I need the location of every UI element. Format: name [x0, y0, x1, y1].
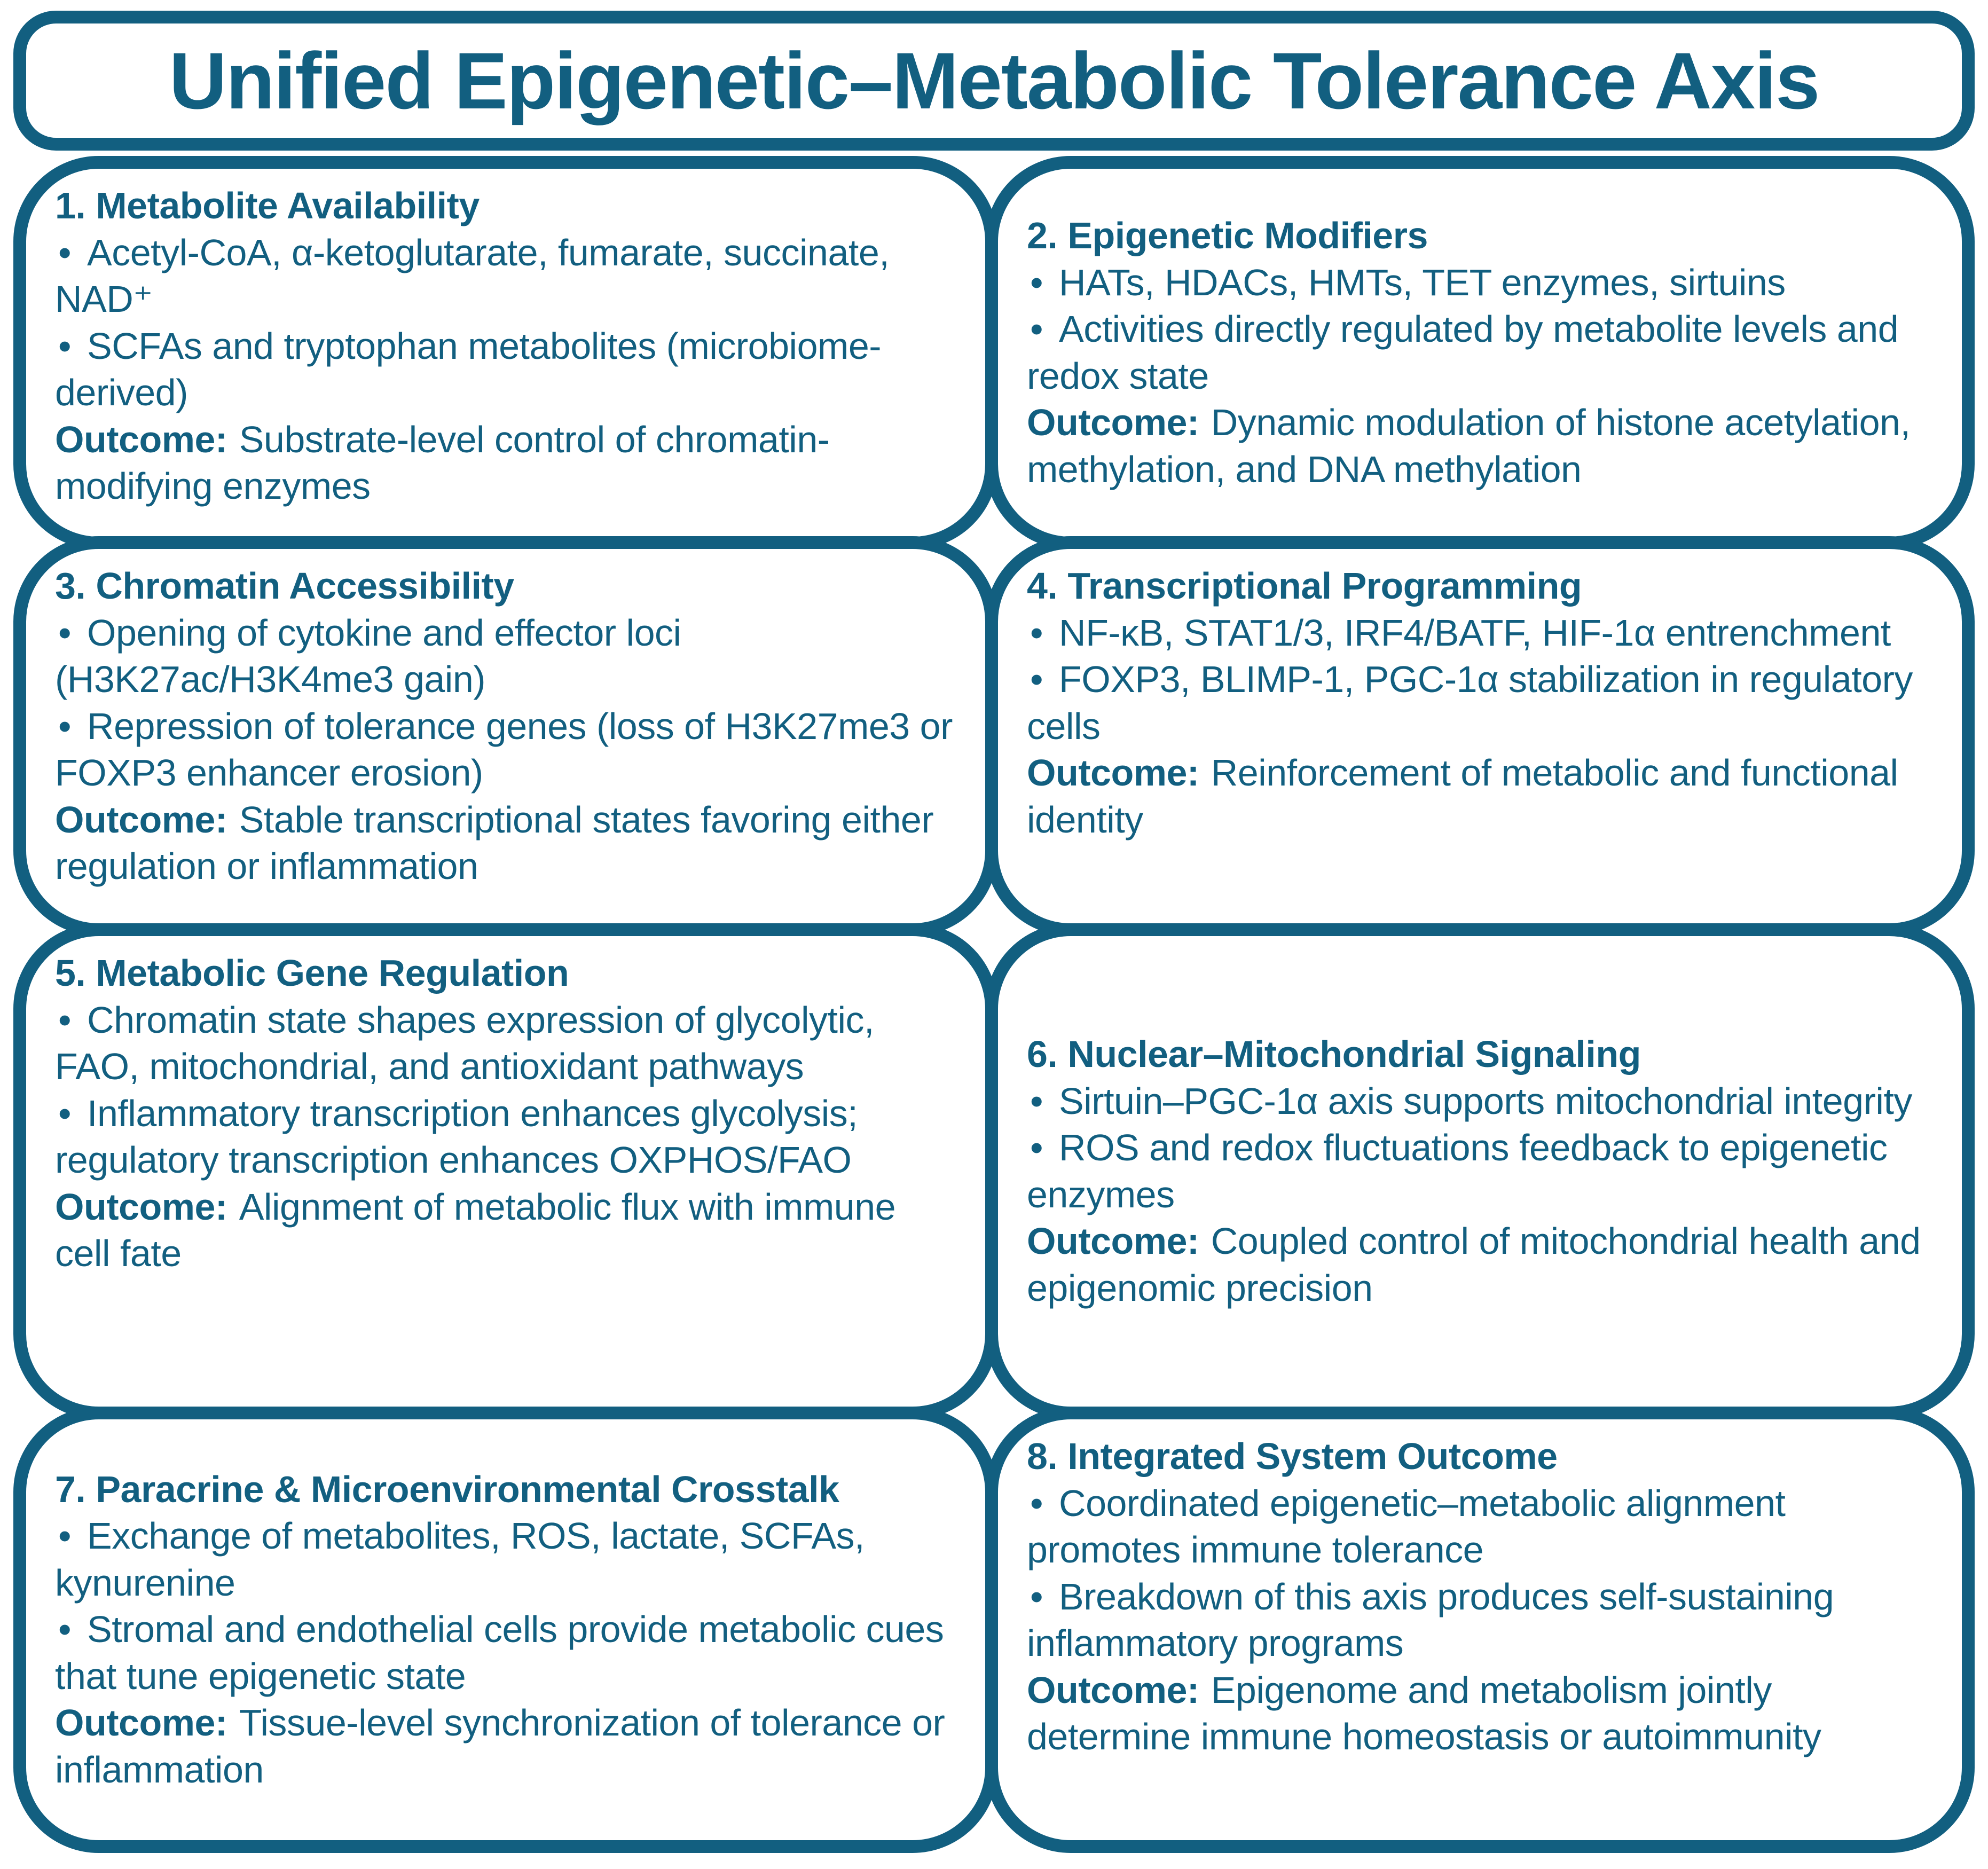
box-title: 2. Epigenetic Modifiers [1027, 215, 1428, 256]
bullet-icon: • [58, 705, 72, 747]
outcome-label: Outcome: [55, 798, 227, 841]
bullet-text: Opening of cytokine and effector loci (H… [55, 611, 681, 701]
bullet-icon: • [1030, 1482, 1043, 1524]
bullet-icon: • [1030, 611, 1043, 654]
outcome-label: Outcome: [55, 1185, 227, 1228]
bullet-text: Exchange of metabolites, ROS, lactate, S… [55, 1515, 865, 1604]
bullet-item: •Stromal and endothelial cells provide m… [55, 1606, 954, 1700]
bullet-text: Stromal and endothelial cells provide me… [55, 1608, 944, 1697]
bullet-icon: • [1030, 1080, 1043, 1122]
bullet-icon: • [1030, 1127, 1043, 1168]
outcome-line: Outcome:Epigenome and metabolism jointly… [1027, 1667, 1931, 1761]
bullet-item: •Activities directly regulated by metabo… [1027, 306, 1931, 399]
outcome-text: Epigenome and metabolism jointly determi… [1027, 1669, 1821, 1758]
outcome-text: Reinforcement of metabolic and functiona… [1027, 752, 1898, 841]
outcome-line: Outcome:Reinforcement of metabolic and f… [1027, 750, 1931, 843]
concept-box-2: 2. Epigenetic Modifiers • HATs, HDACs, HM… [985, 156, 1975, 549]
concept-box-5: 5. Metabolic Gene Regulation •Chromatin … [13, 923, 998, 1419]
concept-box-4: 4. Transcriptional Programming • NF-κB, S… [985, 536, 1975, 936]
box-title: 8. Integrated System Outcome [1027, 1435, 1558, 1477]
outcome-text: Dynamic modulation of histone acetylatio… [1027, 402, 1911, 490]
bullet-icon: • [1030, 658, 1043, 700]
bullet-icon: • [58, 611, 72, 654]
bullet-icon: • [1030, 1575, 1043, 1617]
bullet-item: •Chromatin state shapes expression of gl… [55, 997, 954, 1090]
outcome-line: Outcome:Stable transcriptional states fa… [55, 797, 954, 890]
concept-box-1: 1. Metabolite Availability •Acetyl-CoA, … [13, 156, 998, 549]
bullet-text: Repression of tolerance genes (loss of H… [55, 705, 953, 794]
outcome-text: Alignment of metabolic flux with immune … [55, 1185, 896, 1275]
bullet-icon: • [58, 325, 72, 367]
outcome-line: Outcome:Substrate-level control of chrom… [55, 417, 954, 510]
bullet-item: •Repression of tolerance genes (loss of … [55, 703, 954, 797]
outcome-line: Outcome:Alignment of metabolic flux with… [55, 1184, 954, 1277]
concept-box-6: 6. Nuclear–Mitochondrial Signaling • Sirt… [985, 923, 1975, 1419]
bullet-item: • NF-κB, STAT1/3, IRF4/BATF, HIF-1α entre… [1027, 610, 1931, 657]
bullet-item: •Exchange of metabolites, ROS, lactate, … [55, 1513, 954, 1606]
bullet-icon: • [1030, 308, 1043, 350]
box-title: 3. Chromatin Accessibility [55, 565, 514, 607]
bullet-text: SCFAs and tryptophan metabolites (microb… [55, 325, 882, 414]
bullet-text: HATs, HDACs, HMTs, TET enzymes, sirtuins [1059, 261, 1786, 303]
bullet-icon: • [58, 999, 72, 1041]
bullet-item: •Coordinated epigenetic–metabolic alignm… [1027, 1480, 1931, 1574]
figure-title-box: Unified Epigenetic–Metabolic Tolerance A… [13, 11, 1975, 151]
bullet-text: NF-κB, STAT1/3, IRF4/BATF, HIF-1α entren… [1059, 611, 1891, 654]
outcome-label: Outcome: [1027, 1669, 1199, 1711]
box-title: 6. Nuclear–Mitochondrial Signaling [1027, 1033, 1641, 1075]
bullet-text: Sirtuin–PGC-1α axis supports mitochondri… [1059, 1080, 1912, 1122]
outcome-text: Stable transcriptional states favoring e… [55, 798, 934, 888]
outcome-text: Tissue-level synchronization of toleranc… [55, 1702, 945, 1791]
bullet-item: •Acetyl-CoA, α-ketoglutarate, fumarate, … [55, 230, 954, 323]
bullet-text: Activities directly regulated by metabol… [1027, 308, 1899, 397]
outcome-text: Coupled control of mitochondrial health … [1027, 1220, 1921, 1309]
bullet-icon: • [58, 1515, 72, 1557]
bullet-item: •Breakdown of this axis produces self-su… [1027, 1574, 1931, 1667]
bullet-text: Chromatin state shapes expression of gly… [55, 999, 874, 1088]
bullet-text: Inflammatory transcription enhances glyc… [55, 1092, 858, 1181]
outcome-text: Substrate-level control of chromatin-mod… [55, 418, 830, 507]
outcome-label: Outcome: [1027, 1220, 1199, 1262]
concept-box-7: 7. Paracrine & Microenvironmental Crosst… [13, 1407, 998, 1853]
bullet-item: • Sirtuin–PGC-1α axis supports mitochondr… [1027, 1078, 1931, 1125]
outcome-label: Outcome: [1027, 752, 1199, 794]
bullet-item: • HATs, HDACs, HMTs, TET enzymes, sirtuin… [1027, 260, 1931, 307]
box-title: 4. Transcriptional Programming [1027, 565, 1582, 607]
bullet-icon: • [58, 1608, 72, 1651]
box-title: 7. Paracrine & Microenvironmental Crosst… [55, 1468, 839, 1510]
bullet-text: FOXP3, BLIMP-1, PGC-1α stabilization in … [1027, 658, 1913, 747]
bullet-item: •Opening of cytokine and effector loci (… [55, 610, 954, 703]
box-title: 5. Metabolic Gene Regulation [55, 952, 569, 994]
outcome-line: Outcome:Coupled control of mitochondrial… [1027, 1218, 1931, 1312]
outcome-line: Outcome:Tissue-level synchronization of … [55, 1700, 954, 1793]
bullet-text: Breakdown of this axis produces self-sus… [1027, 1575, 1834, 1664]
bullet-icon: • [58, 231, 72, 273]
bullet-text: ROS and redox fluctuations feedback to e… [1027, 1127, 1888, 1215]
outcome-label: Outcome: [55, 418, 227, 460]
bullet-text: Coordinated epigenetic–metabolic alignme… [1027, 1482, 1786, 1571]
bullet-text: Acetyl-CoA, α-ketoglutarate, fumarate, s… [55, 231, 890, 320]
concept-box-8: 8. Integrated System Outcome •Coordinate… [985, 1407, 1975, 1853]
bullet-item: •Inflammatory transcription enhances gly… [55, 1090, 954, 1184]
bullet-icon: • [1030, 261, 1043, 303]
outcome-line: Outcome:Dynamic modulation of histone ac… [1027, 399, 1931, 493]
bullet-item: •SCFAs and tryptophan metabolites (micro… [55, 323, 954, 417]
concept-box-3: 3. Chromatin Accessibility •Opening of c… [13, 536, 998, 936]
bullet-icon: • [58, 1092, 72, 1134]
bullet-item: •FOXP3, BLIMP-1, PGC-1α stabilization in… [1027, 656, 1931, 750]
bullet-item: •ROS and redox fluctuations feedback to … [1027, 1125, 1931, 1218]
box-title: 1. Metabolite Availability [55, 185, 480, 226]
outcome-label: Outcome: [1027, 402, 1199, 443]
figure-title: Unified Epigenetic–Metabolic Tolerance A… [169, 36, 1820, 125]
outcome-label: Outcome: [55, 1702, 227, 1744]
